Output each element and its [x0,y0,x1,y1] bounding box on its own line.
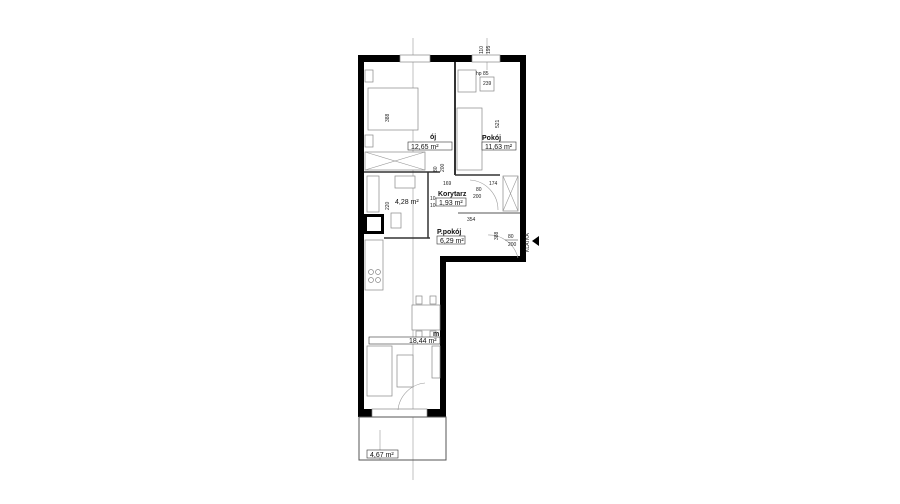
dim-closet-b: 200 [508,242,517,248]
dim-corridor-c1: 10 [430,196,436,202]
dim-corridor-a: 169 [443,181,452,187]
room-labels: ój 12,65 m² Pokój 11,63 m² Korytarz 1,93… [366,134,517,459]
dim-door-room-h: 200 [440,163,446,172]
dim-hall-height: 388 [494,231,500,240]
chair [479,76,495,92]
walls [358,55,526,417]
dim-window-sill: hp 85 [476,71,489,77]
entrance-label: KLATKA [525,233,531,252]
balcony [358,416,447,461]
dining-table [411,304,441,331]
coffee-table [396,354,414,388]
furniture [364,69,519,411]
dim-room-height: 521 [495,119,501,128]
sink [394,175,416,189]
dim-corridor-c2: 10 [430,203,436,209]
bathroom-area: 4,28 m² [395,199,419,206]
dim-hall-width: 354 [467,217,476,223]
dim-closet-a: 80 [508,234,514,240]
sofa [366,345,393,397]
room-area: 11,63 m² [485,144,513,151]
toilet [390,212,402,229]
single-bed [456,107,483,171]
room-name: Pokój [482,135,501,142]
living-name: m [433,331,439,338]
tv-stand [431,345,441,379]
bedroom-name: ój [430,134,436,141]
balcony-area: 4,67 m² [370,452,394,459]
desk [457,69,477,93]
dim-door-room-w: 80 [433,166,439,172]
dim-bath-height: 220 [385,201,391,210]
bathtub [366,175,380,213]
dim-window-top-a: 110 [479,46,485,54]
dim-door-hall-h: 200 [473,194,482,200]
entrance-arrow-icon [532,236,539,246]
hall-area: 6,29 m² [440,238,464,245]
dim-bed-width: 388 [385,113,391,122]
corridor-name: Korytarz [438,191,467,198]
dim-window-width: 239 [483,81,492,87]
dimension-labels: 388 521 hp 85 239 110 195 80 200 169 174… [385,45,518,248]
hall-name: P.pokój [437,229,461,236]
dim-window-top-b: 195 [486,45,492,54]
corridor-area: 1,93 m² [439,200,463,207]
living-area: 18,44 m² [409,338,437,345]
bed [367,87,419,131]
dim-corridor-b: 174 [489,181,498,187]
kitchen-counter [364,239,384,291]
bedroom-area: 12,65 m² [411,144,439,151]
dim-door-hall-w: 80 [476,187,482,193]
